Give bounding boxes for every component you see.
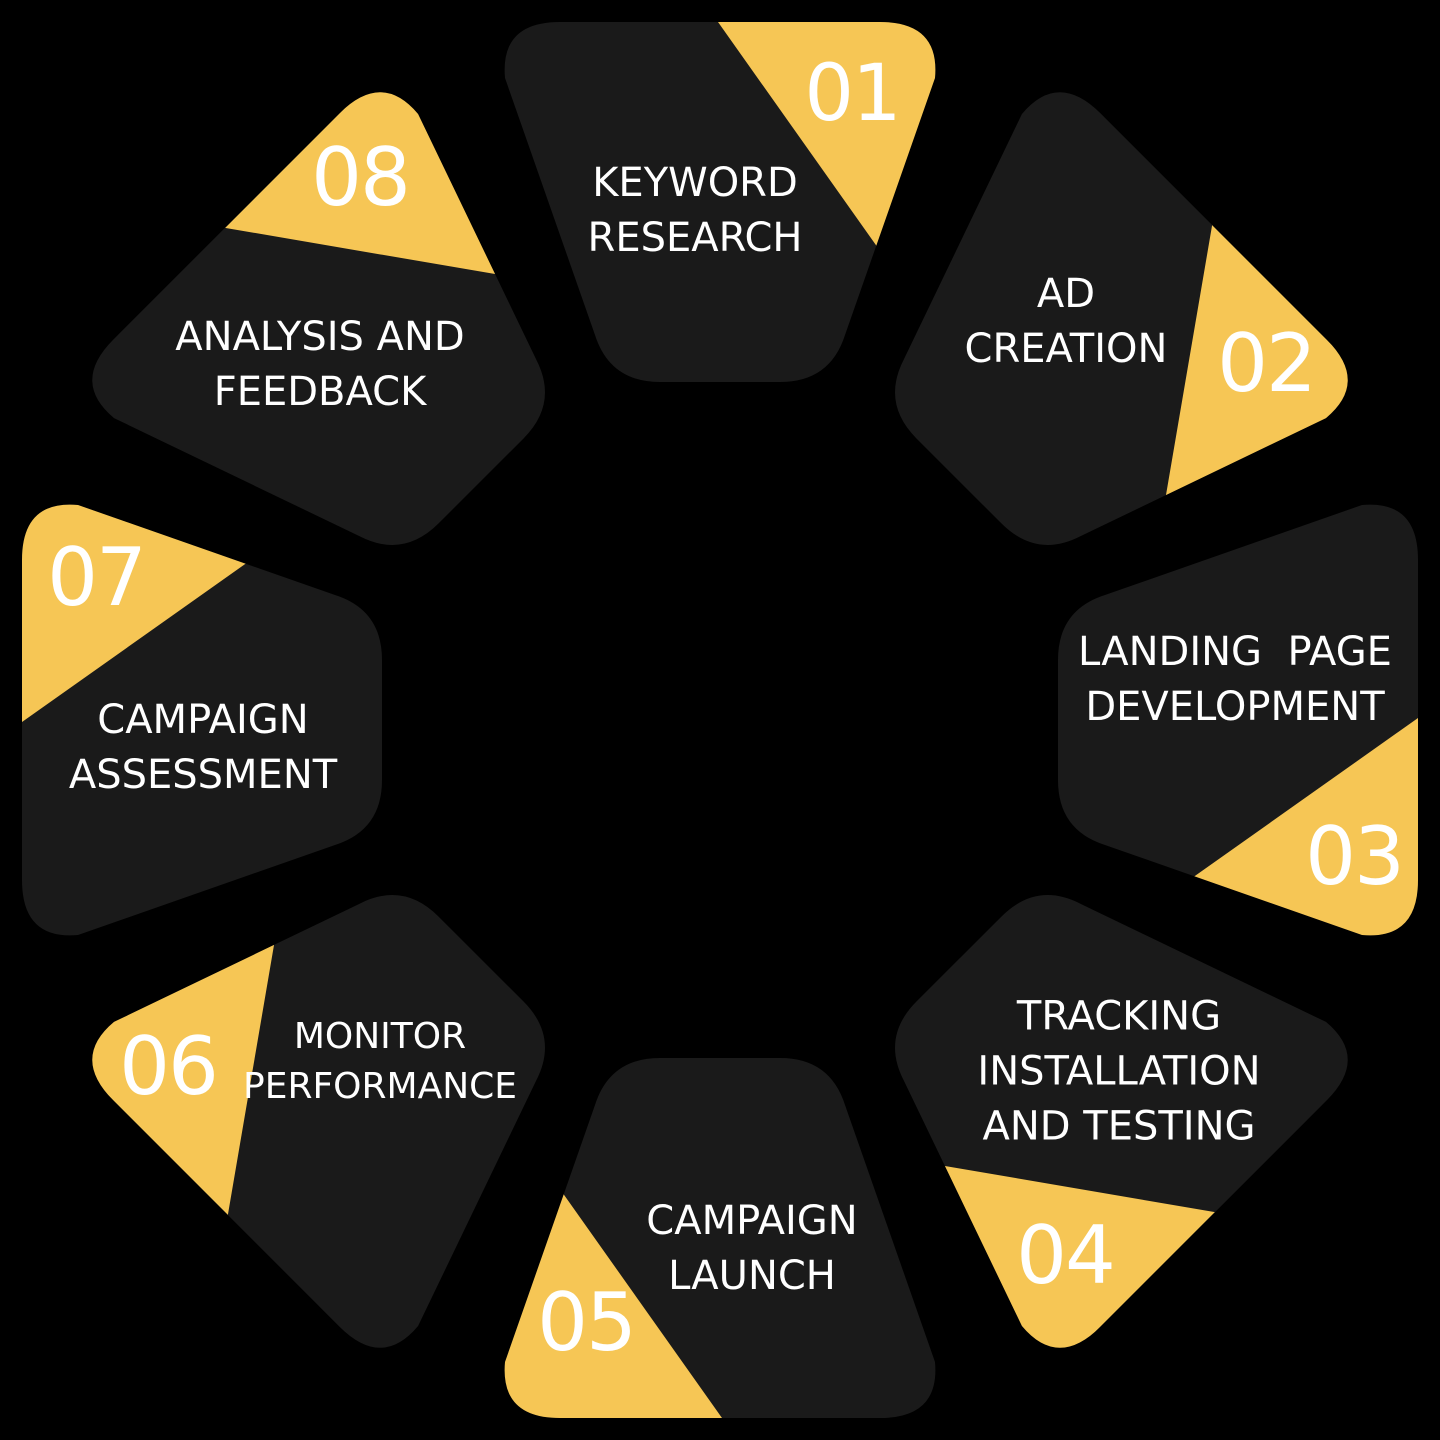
- step-number: 05: [537, 1276, 637, 1369]
- segment-accent: [1058, 718, 1418, 936]
- step-title: ANALYSIS AND FEEDBACK: [175, 314, 465, 415]
- segment-accent: [504, 1058, 722, 1418]
- step-number: 03: [1305, 810, 1405, 903]
- step-title: KEYWORD RESEARCH: [587, 160, 803, 261]
- step-number: 07: [47, 531, 147, 624]
- step-number: 08: [311, 131, 411, 224]
- step-title: CAMPAIGN ASSESSMENT: [68, 697, 338, 798]
- segment-03: [1058, 504, 1418, 936]
- step-number: 02: [1217, 317, 1317, 410]
- step-title: AD CREATION: [964, 271, 1168, 372]
- step-title: LANDING PAGE DEVELOPMENT: [1078, 629, 1392, 730]
- step-number: 06: [119, 1020, 219, 1113]
- segment-accent: [22, 504, 382, 722]
- step-number: 01: [804, 49, 901, 139]
- step-title: TRACKING INSTALLATION AND TESTING: [977, 993, 1261, 1150]
- segment-05: [504, 1058, 936, 1418]
- segment-07: [22, 504, 382, 936]
- step-number: 04: [1016, 1209, 1116, 1302]
- segment-01: [504, 22, 936, 382]
- segment-accent: [718, 22, 936, 382]
- step-title: CAMPAIGN LAUNCH: [646, 1198, 858, 1299]
- step-title: MONITOR PERFORMANCE: [242, 1016, 518, 1107]
